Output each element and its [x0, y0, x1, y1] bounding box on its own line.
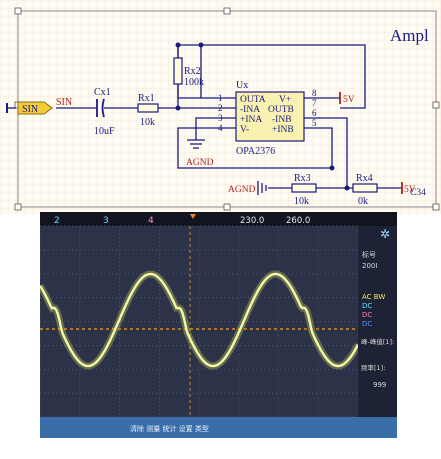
coupling-ch4: DC — [362, 320, 372, 328]
ic-pin-7-num: 7 — [312, 98, 317, 108]
rx1-value: 10k — [140, 117, 155, 128]
scope-top-bar — [40, 212, 397, 226]
ic-pin-6-name: -INB — [272, 115, 292, 125]
channel-marker-4: 4 — [148, 216, 154, 226]
ic-pin-5-name: +INB — [272, 125, 294, 135]
ic-pin-2-num: 2 — [218, 103, 223, 113]
coupling-ch3: DC — [362, 311, 372, 319]
schematic-diagram: Ampl SIN SIN Cx1 10uF Rx1 — [0, 0, 441, 214]
softkey-labels: 清除 测量 统计 设置 类型 — [130, 424, 209, 433]
ic-pin-8-name: V+ — [279, 95, 291, 105]
ic-part: OPA2376 — [236, 146, 275, 157]
ic-pin-4-num: 4 — [218, 123, 223, 133]
power-5v-bottom-label: 5V — [404, 185, 416, 195]
capacitor-cx1 — [96, 98, 105, 118]
ic-body — [235, 91, 305, 142]
ic-pin-1-num: 1 — [218, 93, 223, 103]
rx2-ref: Rx2 — [184, 66, 201, 77]
scope-softkey-bar — [40, 417, 397, 438]
settings-icon: ✲ — [380, 227, 390, 241]
junction-dots — [175, 42, 350, 191]
resistor-rx1 — [137, 103, 159, 113]
channel-marker-2: 2 — [54, 216, 60, 226]
trigger-pos-marker — [190, 214, 196, 219]
ic-pin-3-num: 3 — [218, 113, 223, 123]
resistor-rx3 — [291, 183, 317, 193]
resistor-rx2 — [173, 57, 183, 85]
measure-frequency: 频率[1]: — [361, 363, 385, 372]
ic-pin-3-name: +INA — [240, 115, 262, 125]
agnd-bottom-label: AGND — [228, 185, 256, 195]
ic-ref: Ux — [236, 80, 248, 91]
rx2-value: 100k — [184, 77, 204, 88]
oscilloscope-photo: 2 3 4 230.0 260.0 ✲ 标号 200I AC BW DC DC … — [40, 212, 397, 438]
schematic-title: Ampl — [390, 26, 429, 45]
agnd-left-label: AGND — [186, 158, 214, 168]
ic-pin-5-num: 5 — [312, 118, 317, 128]
ic-pin-4-name: V- — [240, 125, 249, 135]
scope-side-panel — [358, 226, 397, 417]
ic-pin-8-num: 8 — [312, 88, 317, 98]
cx1-ref: Cx1 — [94, 87, 111, 98]
ic-pin-1-name: OUTA — [240, 95, 266, 105]
rx3-value: 10k — [294, 196, 309, 207]
measure-value: 999 — [373, 381, 386, 389]
cap-c34-partial: C34 — [410, 188, 426, 198]
ic-pin-7-name: OUTB — [268, 105, 294, 115]
scope-background — [40, 212, 397, 438]
ground-symbol — [187, 139, 205, 149]
trigger-readout: 260.0 — [286, 216, 310, 226]
rx1-ref: Rx1 — [138, 93, 155, 104]
time-readout: 230.0 — [240, 216, 264, 226]
pin-marker-left — [6, 103, 8, 113]
side-panel-label: 标号 — [362, 250, 376, 259]
coupling-ch2: DC — [362, 302, 372, 310]
cx1-value: 10uF — [94, 126, 115, 137]
rx3-ref: Rx3 — [294, 173, 311, 184]
ic-right-pins: V+ OUTB -INB +INB 8 7 6 5 — [268, 88, 317, 135]
rx4-ref: Rx4 — [356, 173, 373, 184]
ic-pin-2-name: -INA — [240, 105, 260, 115]
channel-marker-3: 3 — [103, 216, 109, 226]
measure-pk-pk: 峰-峰值[1]: — [361, 337, 394, 346]
ic-pin-6-num: 6 — [312, 108, 317, 118]
rx4-value: 0k — [358, 196, 368, 207]
net-label-sin: SIN — [56, 97, 72, 108]
resistor-rx4 — [352, 183, 378, 193]
ground-symbol-bottom — [257, 181, 267, 195]
schematic-grid — [0, 0, 441, 214]
ic-left-pins: 1 2 3 4 OUTA -INA +INA V- — [218, 93, 266, 135]
power-5v-top-label: 5V — [343, 95, 355, 105]
coupling-ch1: AC BW — [362, 293, 385, 301]
port-sin-label: SIN — [22, 104, 38, 115]
waveform-trace — [40, 272, 360, 368]
port-sin: SIN — [17, 101, 53, 115]
side-panel-value: 200I — [362, 262, 377, 270]
